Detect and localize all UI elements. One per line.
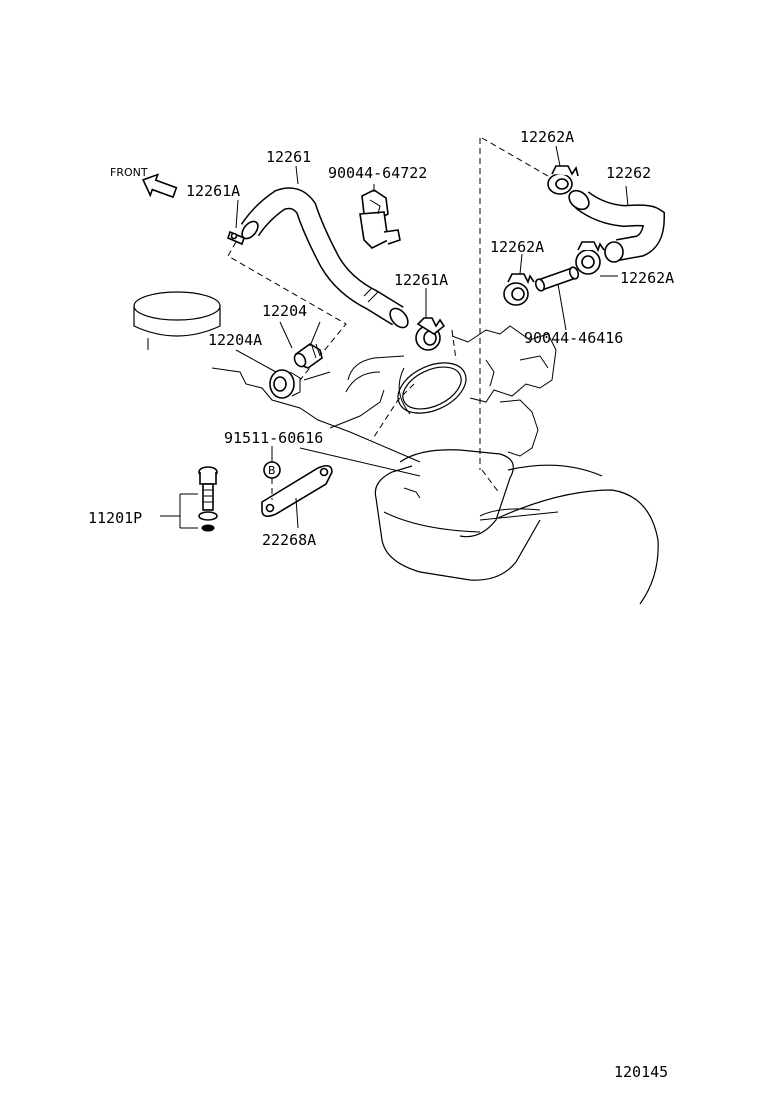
label-12262a-mid: 12262A: [490, 238, 544, 256]
engine-block: [374, 449, 541, 581]
label-11201p: 11201P: [88, 509, 142, 527]
hose-clamp-12261a-right: [415, 317, 446, 351]
oil-filler-cap: [133, 291, 221, 350]
label-91511-60616: 91511-60616: [224, 429, 323, 447]
engine-outline: [133, 291, 659, 605]
label-12204a: 12204A: [208, 331, 262, 349]
label-90044-46416: 90044-46416: [524, 329, 623, 347]
throttle-body-ring: [397, 362, 467, 415]
hose-clamp-12262a-right: [575, 241, 605, 275]
hose-clip-90044-64722: [359, 189, 401, 249]
label-12262: 12262: [606, 164, 651, 182]
ref-b-label: B: [268, 464, 276, 477]
hose-90044-46416: [534, 266, 580, 292]
hose-clamp-12262a-mid: [503, 273, 535, 306]
page-code: 120145: [614, 1063, 668, 1081]
hose-12262: [568, 189, 666, 263]
grommet-12204a: [269, 369, 301, 399]
label-12261a-left: 12261A: [186, 182, 240, 200]
pcv-hose-12261: [240, 187, 409, 329]
dashed-guides: [227, 137, 549, 495]
pcv-valve-12204: [293, 343, 323, 369]
label-12261a-right: 12261A: [394, 271, 448, 289]
front-label: FRONT: [110, 166, 148, 179]
ref-b-marker: B: [263, 461, 281, 500]
label-22268a: 22268A: [262, 531, 316, 549]
label-12204: 12204: [262, 302, 307, 320]
drain-plug-11201p: [198, 466, 218, 532]
bracket-22268a: [261, 464, 333, 518]
label-12261: 12261: [266, 148, 311, 166]
hose-clamp-12262a-top: [547, 165, 579, 195]
front-arrow-icon: [141, 173, 178, 199]
label-12262a-top: 12262A: [520, 128, 574, 146]
label-90044-64722: 90044-64722: [328, 164, 427, 182]
label-12262a-right: 12262A: [620, 269, 674, 287]
hose-clamp-12261a-left: [227, 230, 245, 246]
